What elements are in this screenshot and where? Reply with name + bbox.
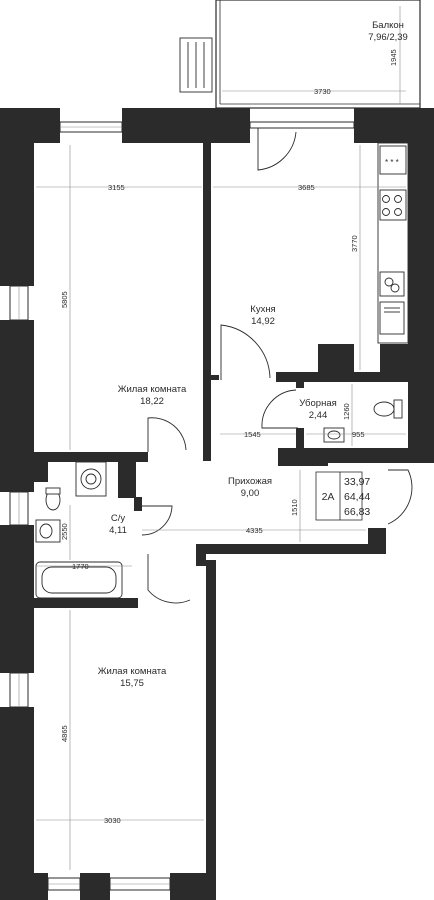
bath-fixtures (35, 461, 123, 599)
windows (9, 121, 355, 891)
bath-name: С/у (111, 513, 126, 524)
living2-door-icon (147, 554, 191, 604)
living1-area: 18,22 (140, 396, 164, 407)
kitchen-area: 14,92 (251, 316, 275, 327)
balcony (179, 0, 421, 109)
svg-text:* * *: * * * (385, 158, 399, 167)
balcony-area: 7,96/2,39 (368, 32, 408, 43)
bath-area: 4,11 (109, 525, 127, 536)
kitchen-name: Кухня (250, 304, 275, 315)
dim-toilet-width: 955 (352, 430, 365, 439)
toilet-door-icon (261, 389, 298, 429)
kitchen-counter: * * * (377, 142, 409, 344)
living1-name: Жилая комната (118, 384, 187, 395)
dim-bath-depth: 2550 (60, 523, 69, 540)
balcony-door-icon (257, 128, 297, 171)
dim-living2-depth: 4865 (60, 725, 69, 742)
doors (141, 128, 413, 604)
dim-kitchen-width: 3685 (298, 183, 315, 192)
dim-toilet-depth: 1260 (342, 403, 351, 420)
dishwasher-icon (379, 301, 405, 335)
dim-hall-depth: 1510 (290, 499, 299, 516)
dim-living2-width: 3030 (104, 816, 121, 825)
dim-balcony-width: 3730 (314, 87, 331, 96)
area-total: 64,44 (344, 491, 370, 503)
kitchen-door-icon (220, 324, 271, 380)
room-labels: Балкон 7,96/2,39 Кухня 14,92 Жилая комна… (98, 20, 408, 689)
stove-icon (379, 189, 407, 221)
area-living: 33,97 (344, 476, 370, 488)
walls (0, 108, 434, 900)
dim-corridor-width: 1545 (244, 430, 261, 439)
dim-kitchen-depth: 3770 (350, 235, 359, 252)
toilet-area: 2,44 (309, 410, 328, 421)
dim-bath-width: 1770 (72, 562, 89, 571)
toilet-fixtures (323, 399, 403, 443)
dim-balcony-depth: 1945 (389, 49, 398, 66)
cooktop-icon (379, 145, 407, 175)
hall-area: 9,00 (241, 488, 260, 499)
entrance-door-icon (387, 469, 413, 525)
area-with-balcony: 66,83 (344, 506, 370, 518)
toilet-name: Уборная (299, 398, 337, 409)
dim-hall-width: 4335 (246, 526, 263, 535)
dim-living1-depth: 5805 (60, 291, 69, 308)
hall-name: Прихожая (228, 476, 272, 487)
living2-name: Жилая комната (98, 666, 167, 677)
dimension-labels: 3730 1945 3155 3685 5805 3770 1260 1545 … (60, 49, 398, 825)
living1-door-icon (147, 417, 187, 452)
apartment-info-box: 2А 33,97 64,44 66,83 (315, 471, 370, 521)
apartment-type: 2А (322, 491, 335, 503)
toilet-bowl-icon (373, 401, 395, 417)
living2-area: 15,75 (120, 678, 144, 689)
balcony-name: Балкон (372, 20, 404, 31)
dimension-lines (36, 6, 406, 870)
bath-door-icon (141, 505, 173, 536)
dim-living1-width: 3155 (108, 183, 125, 192)
